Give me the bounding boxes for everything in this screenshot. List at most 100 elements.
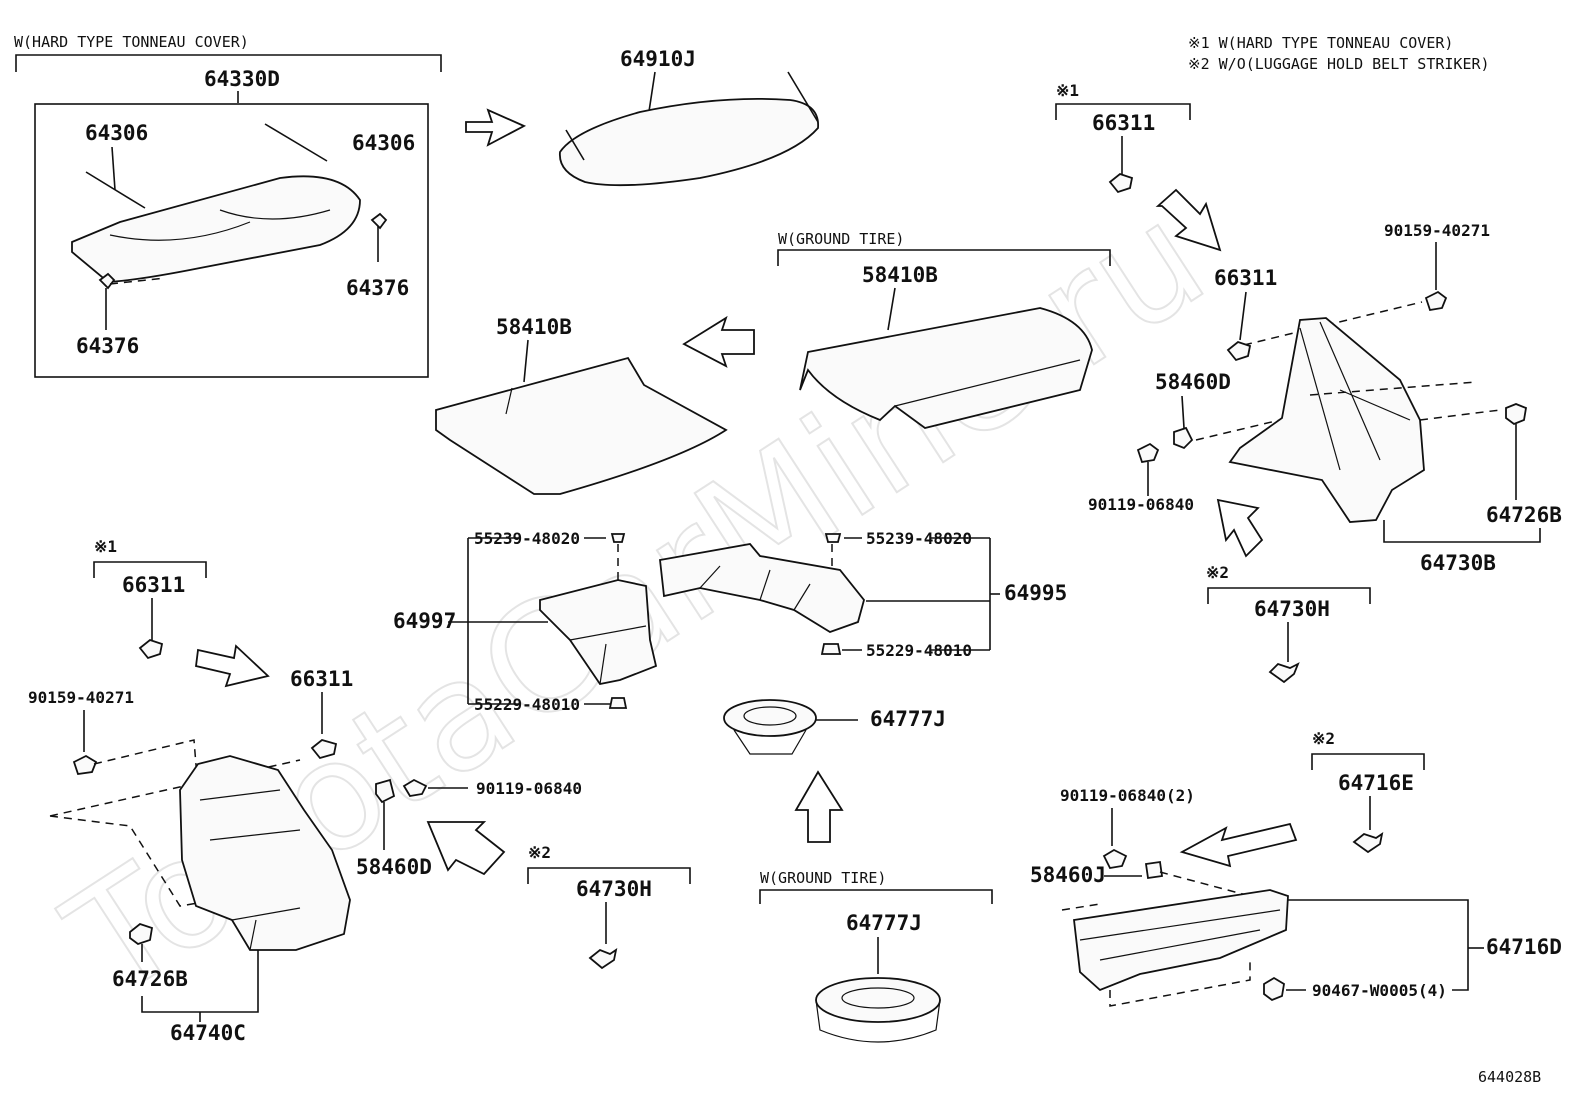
scuff-plate-detail (1079, 909, 1281, 961)
part-label-90159-left: 90159-40271 (28, 688, 134, 707)
mark-1a: ※1 (1056, 81, 1079, 100)
dash-58460D-right (1195, 419, 1281, 441)
note-1: ※1 W(HARD TYPE TONNEAU COVER) (1188, 34, 1453, 52)
ground-tire-bracket-2 (759, 889, 993, 904)
dash-scuff-plate (1061, 903, 1251, 1007)
bolt-90119-right (1136, 442, 1160, 464)
part-label-64777J-lower: 64777J (846, 911, 922, 935)
bracket-66311-top (1055, 103, 1191, 120)
part-label-90119-right: 90119-06840 (1088, 495, 1194, 514)
bracket-64995 (866, 537, 991, 651)
weatherstrip-wire-right (787, 71, 819, 123)
leader-58410B-left (523, 339, 529, 383)
clip-66311-left (138, 638, 164, 660)
bracket-64716E (1311, 753, 1425, 770)
nut-58460D-left (375, 778, 396, 804)
arrow-up-1 (794, 770, 844, 843)
part-label-55239-right: 55239-48020 (866, 529, 972, 548)
note-2: ※2 W/O(LUGGAGE HOLD BELT STRIKER) (1188, 55, 1490, 73)
part-label-64716D: 64716D (1486, 935, 1562, 959)
clip-64726B-right (1505, 403, 1528, 426)
bracket-66311-left (93, 561, 207, 578)
part-label-90159-right: 90159-40271 (1384, 221, 1490, 240)
clip-66311-center (310, 739, 338, 760)
part-label-64330D: 64330D (204, 67, 280, 91)
leader-66311-right (1239, 291, 1247, 341)
mark-2a: ※2 (1206, 563, 1229, 582)
spare-hub-64777J-lower (815, 977, 941, 1023)
trim-panel-64740C-detail (199, 789, 301, 951)
floor-board-58410B (435, 356, 728, 495)
arrow-left-2 (1179, 822, 1298, 868)
clip-55239-left (610, 533, 626, 543)
arrow-right-1 (465, 108, 527, 147)
spare-hub-inner-upper (743, 706, 797, 726)
nut-58460D-right (1173, 426, 1194, 450)
tray-64995-detail (699, 565, 811, 611)
tonneau-wire-left (85, 171, 146, 209)
arrow-up-left-1 (1216, 498, 1264, 558)
ground-tire-header-1: W(GROUND TIRE) (778, 230, 904, 248)
bracket-64730H-right (1207, 587, 1371, 604)
diagram-id: 644028B (1478, 1068, 1541, 1086)
bracket-64716D (1288, 899, 1469, 991)
weatherstrip-wire-left (565, 129, 585, 161)
part-label-66311-left: 66311 (122, 573, 185, 597)
part-label-66311-center: 66311 (290, 667, 353, 691)
clip-64376-right (370, 212, 388, 230)
part-label-64730H-right: 64730H (1254, 597, 1330, 621)
part-label-64716E: 64716E (1338, 771, 1414, 795)
part-label-64306-right: 64306 (352, 131, 415, 155)
clip-66311-top (1108, 172, 1134, 194)
part-label-66311-right: 66311 (1214, 266, 1277, 290)
scuff-plate-64716D (1073, 889, 1289, 992)
arrow-up-left-2 (426, 821, 506, 876)
part-label-58410B-left: 58410B (496, 315, 572, 339)
dash-58460J (1159, 871, 1251, 897)
tonneau-cover-64330D (71, 175, 361, 283)
trim-panel-detail (1299, 321, 1411, 471)
floor-board-split (505, 387, 513, 415)
bracket-64730H-left (527, 867, 691, 884)
clip-55229-left (608, 697, 628, 709)
leader-64306-left (111, 146, 116, 191)
dash-right-lower (1419, 409, 1501, 421)
nut-58460J (1144, 860, 1164, 880)
fastener-64716E (1352, 832, 1384, 854)
part-label-64995: 64995 (1004, 581, 1067, 605)
mark-2c: ※2 (1312, 729, 1335, 748)
bracket-64730B (1383, 520, 1541, 543)
bolt-90119-bottom (1102, 848, 1128, 869)
part-label-55229-left: 55229-48010 (474, 695, 580, 714)
part-label-64997: 64997 (393, 609, 456, 633)
mark-1b: ※1 (94, 537, 117, 556)
part-label-64740C: 64740C (170, 1021, 246, 1045)
tray-64995 (659, 543, 865, 633)
tonneau-group-bracket (15, 54, 442, 72)
tonneau-cover-detail (109, 209, 331, 241)
clip-55229-right (820, 643, 842, 655)
ground-tire-header-2: W(GROUND TIRE) (760, 869, 886, 887)
arrow-left-1 (682, 315, 755, 368)
fastener-64730H-left (588, 948, 618, 970)
bracket-64997 (467, 537, 548, 705)
trim-panel-64740C (179, 755, 351, 951)
dash-64376-left (109, 277, 166, 285)
part-label-64726B-right: 64726B (1486, 503, 1562, 527)
part-label-64376-right: 64376 (346, 276, 409, 300)
arrow-right-2 (195, 644, 270, 688)
part-label-58410B-right: 58410B (862, 263, 938, 287)
clip-64726B-left (129, 922, 154, 946)
floor-board-fold (894, 359, 1081, 407)
mark-2b: ※2 (528, 843, 551, 862)
part-label-64376-left: 64376 (76, 334, 139, 358)
leader-58410B-right (887, 287, 896, 331)
tonneau-group-header: W(HARD TYPE TONNEAU COVER) (14, 33, 249, 51)
clip-66311-right (1226, 340, 1252, 362)
bolt-90159-left (72, 754, 98, 775)
part-label-64306-left: 64306 (85, 121, 148, 145)
clip-90467 (1263, 976, 1285, 1002)
spare-hub-body-lower (815, 999, 941, 1043)
part-label-64730B: 64730B (1420, 551, 1496, 575)
